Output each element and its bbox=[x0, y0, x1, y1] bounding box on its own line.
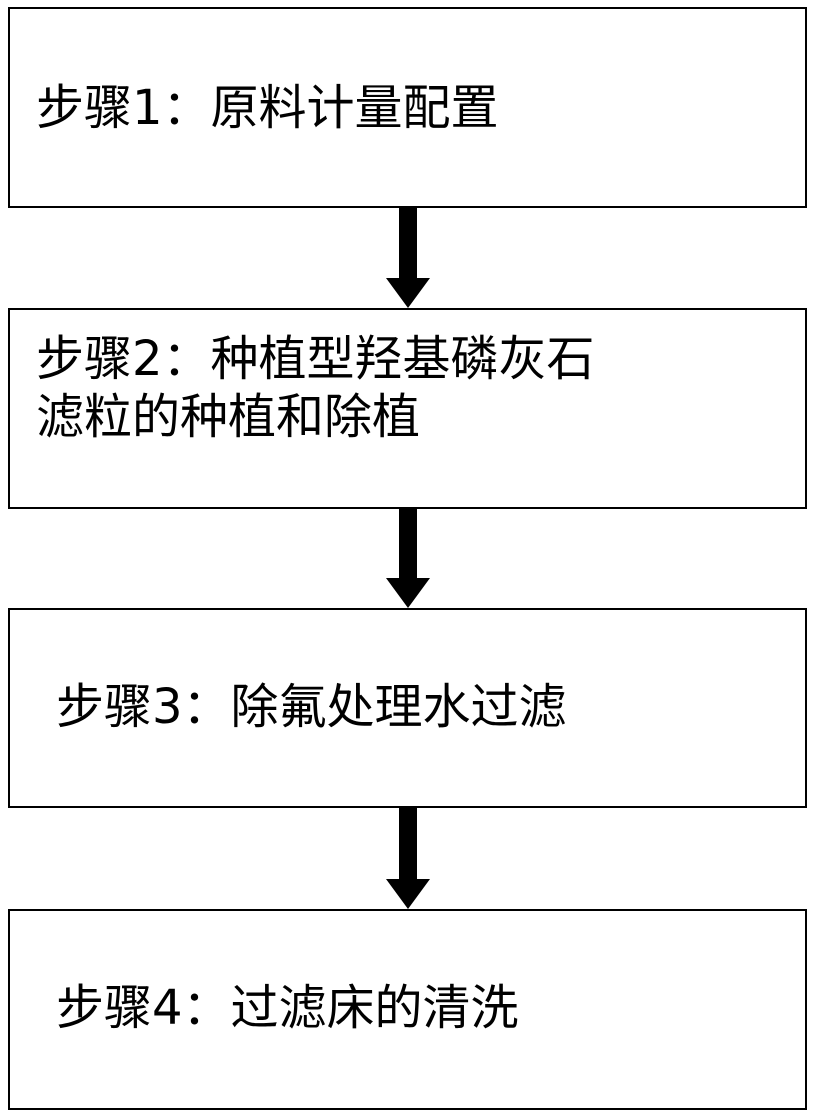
flowchart-step-4-box: 步骤4：过滤床的清洗 bbox=[8, 909, 807, 1110]
down-arrow-icon bbox=[386, 208, 430, 308]
flow-arrow-2-to-3 bbox=[384, 509, 432, 608]
flowchart-step-3-box: 步骤3：除氟处理水过滤 bbox=[8, 608, 807, 808]
flow-arrow-1-to-2 bbox=[384, 208, 432, 308]
flowchart-step-2-label: 步骤2：种植型羟基磷灰石 滤粒的种植和除植 bbox=[36, 331, 595, 445]
flowchart-step-2-box: 步骤2：种植型羟基磷灰石 滤粒的种植和除植 bbox=[8, 308, 807, 509]
flowchart-step-1-box: 步骤1：原料计量配置 bbox=[8, 7, 807, 208]
flowchart-step-4-label: 步骤4：过滤床的清洗 bbox=[56, 980, 519, 1036]
flowchart-step-3-label: 步骤3：除氟处理水过滤 bbox=[56, 679, 567, 735]
down-arrow-icon bbox=[386, 808, 430, 909]
down-arrow-icon bbox=[386, 509, 430, 608]
flowchart-step-1-label: 步骤1：原料计量配置 bbox=[36, 80, 499, 136]
flow-arrow-3-to-4 bbox=[384, 808, 432, 909]
